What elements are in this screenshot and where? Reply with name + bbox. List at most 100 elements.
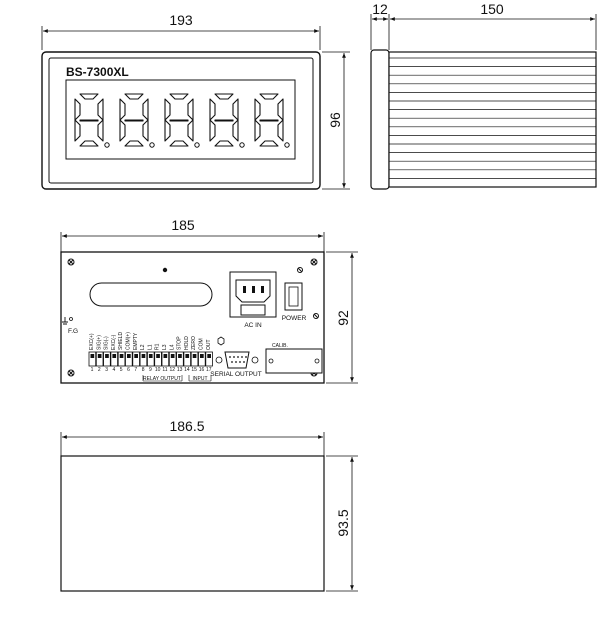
terminal-number: 7 <box>134 367 137 373</box>
serial-port <box>215 351 259 369</box>
terminal-number: 9 <box>149 367 152 373</box>
terminal-label: R1 <box>155 343 161 350</box>
terminal-label: SHIELD <box>118 332 124 350</box>
ac-socket <box>235 279 271 303</box>
terminal <box>110 351 119 367</box>
ground-icon <box>62 317 73 325</box>
panel-cutout <box>60 455 325 592</box>
front-view: 193 BS-7300XL 96 <box>41 12 350 190</box>
terminal-number: 4 <box>113 367 116 373</box>
terminal-number: 1 <box>91 367 94 373</box>
side-housing <box>388 51 597 188</box>
terminal <box>190 351 199 367</box>
terminal-number: 10 <box>155 367 161 373</box>
front-bezel-inner <box>48 57 314 184</box>
terminal <box>176 351 184 367</box>
screw-icon <box>313 313 319 319</box>
terminal-number: 13 <box>177 367 183 373</box>
front-width-dimension: 193 <box>169 12 193 28</box>
cutout-width-dimension: 186.5 <box>169 418 204 434</box>
seven-segment-digit <box>74 93 110 148</box>
terminal-label: L2 <box>140 344 146 350</box>
screw-icon <box>310 258 318 266</box>
ac-in-label: AC IN <box>244 322 262 329</box>
body-depth-dimension: 150 <box>480 1 504 17</box>
terminal-block <box>88 351 213 367</box>
terminal <box>125 351 133 367</box>
cutout-height-dimension: 93.5 <box>335 509 351 536</box>
terminal-number: 14 <box>184 367 190 373</box>
terminal-number: 15 <box>191 367 197 373</box>
terminal <box>132 351 140 367</box>
bezel-depth-dimension: 12 <box>372 1 388 17</box>
terminal <box>161 351 170 367</box>
screw-icon <box>67 258 75 266</box>
terminal <box>198 351 206 367</box>
terminal-number: 6 <box>127 367 130 373</box>
relay-output-label: RELAY OUTPUT <box>143 376 181 382</box>
model-label: BS-7300XL <box>66 65 129 79</box>
terminal-number: 8 <box>142 367 145 373</box>
calib-label: CALIB. <box>272 343 288 349</box>
screw-icon <box>67 369 75 377</box>
label-slot <box>89 282 213 307</box>
fuse-holder <box>240 304 266 316</box>
terminal <box>139 351 148 367</box>
calib-cover[interactable] <box>265 348 323 374</box>
terminal-label: SIG(-) <box>104 336 110 350</box>
display-window <box>65 79 296 160</box>
mounting-dot <box>162 267 168 273</box>
cutout-view: 186.5 93.5 <box>60 418 358 592</box>
ac-inlet <box>229 271 277 318</box>
terminal-label: EXC(+) <box>89 333 95 350</box>
screw-icon <box>268 358 274 364</box>
terminal-label: COM <box>199 338 205 350</box>
terminal-label: SIG(+) <box>96 335 102 350</box>
terminal <box>205 351 213 367</box>
terminal-number: 3 <box>105 367 108 373</box>
front-height-dimension: 96 <box>327 112 343 128</box>
rear-height-dimension: 92 <box>335 310 351 326</box>
seven-segment-digit <box>164 93 200 148</box>
terminal-label: L4 <box>169 344 175 350</box>
terminal-number: 5 <box>120 367 123 373</box>
serial-output-label: SERIAL OUTPUT <box>210 371 261 378</box>
terminal-label: COM(+) <box>126 332 132 350</box>
terminal <box>117 351 126 367</box>
screw-icon <box>314 358 320 364</box>
terminal-label: OUT <box>206 339 212 350</box>
terminal <box>146 351 155 367</box>
seven-segment-digits <box>74 93 290 148</box>
power-label: POWER <box>282 315 307 322</box>
rear-view: 185 F.G AC IN POWER EXC(+)SIG(+)S <box>60 217 358 384</box>
terminal-number: 2 <box>98 367 101 373</box>
seven-segment-digit <box>254 93 290 148</box>
rear-width-dimension: 185 <box>171 217 195 233</box>
side-bezel <box>370 49 390 190</box>
input-label: INPUT <box>193 376 208 382</box>
terminal <box>154 351 162 367</box>
terminal-label: ZERO <box>191 336 197 350</box>
terminal <box>103 351 111 367</box>
terminal-label: HOLD <box>184 336 190 350</box>
terminal-label: L1 <box>147 344 153 350</box>
terminal-label: STOP <box>177 336 183 350</box>
terminal-label: EMPTY <box>133 332 139 350</box>
terminal-label: L3 <box>162 344 168 350</box>
terminal-number: 17 <box>206 367 212 373</box>
terminal <box>88 351 97 367</box>
terminal <box>95 351 104 367</box>
terminal <box>168 351 177 367</box>
fg-label: F.G <box>68 328 78 335</box>
screw-icon <box>297 267 303 273</box>
terminal-number: 11 <box>162 367 167 373</box>
seven-segment-digit <box>119 93 155 148</box>
terminal <box>183 351 191 367</box>
seven-segment-digit <box>209 93 245 148</box>
housing-ribs <box>389 57 596 179</box>
terminal-number: 12 <box>170 367 176 373</box>
side-view: 12 150 <box>370 1 597 190</box>
